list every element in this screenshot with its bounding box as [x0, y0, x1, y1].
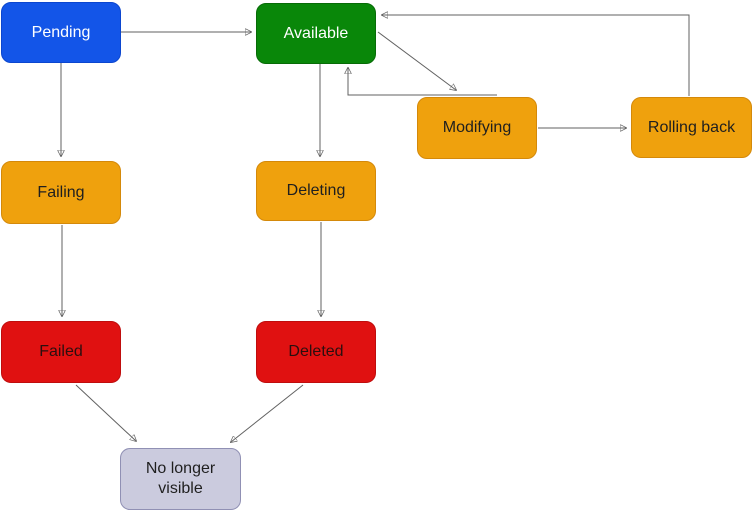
node-available: Available	[256, 3, 376, 64]
edge-modifying-available	[348, 68, 497, 96]
edge-deleted-nolongervisible	[231, 384, 304, 442]
edge-available-modifying	[377, 31, 456, 90]
node-deleted: Deleted	[256, 321, 376, 383]
edge-rollingback-available	[382, 15, 690, 96]
node-deleting: Deleting	[256, 161, 376, 221]
node-failed-label: Failed	[39, 343, 83, 360]
node-deleted-label: Deleted	[288, 343, 344, 360]
node-deleting-label: Deleting	[286, 182, 346, 199]
node-failing: Failing	[1, 161, 121, 224]
node-available-label: Available	[283, 24, 349, 42]
node-no-longer-visible: No longer visible	[120, 448, 241, 510]
node-rolling-back: Rolling back	[631, 97, 752, 158]
node-rolling-back-label: Rolling back	[647, 118, 736, 136]
node-pending: Pending	[1, 2, 121, 63]
node-pending-label: Pending	[31, 23, 91, 41]
edge-failed-nolongervisible	[75, 384, 136, 441]
node-failed: Failed	[1, 321, 121, 383]
node-modifying: Modifying	[417, 97, 537, 159]
node-failing-label: Failing	[37, 183, 85, 201]
node-no-longer-visible-label: No longer visible	[145, 460, 216, 497]
node-modifying-label: Modifying	[442, 119, 512, 136]
